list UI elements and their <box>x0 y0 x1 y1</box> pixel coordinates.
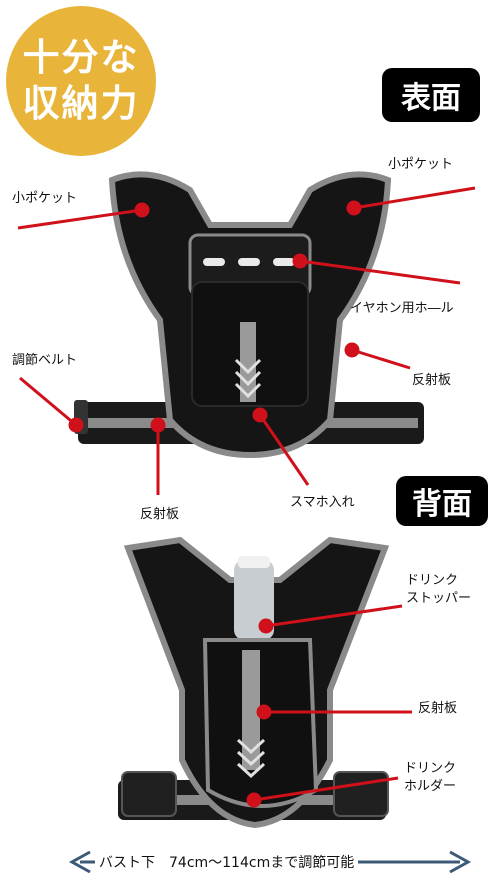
back-chevron-3 <box>236 762 266 779</box>
label-reflector-right: 反射板 <box>412 373 452 388</box>
callout-small-pocket-left <box>17 208 143 230</box>
callout-reflector-right <box>351 348 411 370</box>
label-adjust-belt: 調節ベルト <box>12 353 78 368</box>
callout-dot-adjust-belt <box>68 417 84 433</box>
back-buckle-left <box>121 771 177 817</box>
callout-drink-stopper <box>265 604 403 628</box>
callout-drink-holder <box>253 776 399 802</box>
label-small-pocket-left: 小ポケット <box>12 191 78 206</box>
back-buckle-right <box>333 771 389 817</box>
badge-line-1: 十分な <box>22 36 140 79</box>
callout-dot-small-pocket-right <box>346 200 362 216</box>
chevron-1 <box>234 358 262 375</box>
storage-badge: 十分な 収納力 <box>6 6 156 156</box>
back-callouts <box>246 604 412 808</box>
earphone-hole-2 <box>238 258 260 266</box>
earphone-hole-1 <box>203 258 225 266</box>
back-chevron-2 <box>236 750 266 767</box>
back-vest <box>118 536 390 829</box>
callout-dot-phone-pocket <box>252 407 268 423</box>
chevron-2 <box>234 370 262 387</box>
chevron-3 <box>234 382 262 399</box>
arrow-right-icon <box>449 850 472 874</box>
callout-dot-reflector-left <box>150 417 166 433</box>
back-section-tag: 背面 <box>396 476 488 526</box>
callout-dot-drink-stopper <box>258 618 274 634</box>
front-callouts <box>17 186 476 495</box>
drink-holder-pouch <box>202 638 319 808</box>
callout-dot-reflector-right <box>344 342 360 358</box>
callout-dot-earphone-hole <box>292 253 308 269</box>
back-center-reflector <box>242 650 260 770</box>
label-drink-stopper: ドリンク ストッパー <box>406 573 472 606</box>
label-back-reflector: 反射板 <box>418 701 458 716</box>
label-small-pocket-right: 小ポケット <box>388 157 454 172</box>
bottle-cap <box>238 556 270 568</box>
front-vest <box>74 171 424 459</box>
label-earphone-hole: イヤホン用ホ―ル <box>350 301 454 316</box>
label-reflector-left: 反射板 <box>140 507 180 522</box>
callout-dot-small-pocket-left <box>134 202 150 218</box>
callout-adjust-belt <box>19 376 77 427</box>
earphone-hole-3 <box>273 258 295 266</box>
front-section-tag: 表面 <box>382 68 480 122</box>
label-drink-holder: ドリンク ホルダー <box>404 761 457 794</box>
callout-small-pocket-right <box>353 186 476 210</box>
callout-dot-back-reflector <box>256 704 272 720</box>
label-phone-pocket: スマホ入れ <box>290 495 355 510</box>
back-chevron-1 <box>236 738 266 755</box>
arrow-left-icon <box>68 850 91 874</box>
badge-line-2: 収納力 <box>22 82 140 125</box>
callout-phone-pocket <box>258 414 310 486</box>
callout-earphone-hole <box>299 259 461 285</box>
callout-dot-drink-holder <box>246 792 262 808</box>
size-caption: バスト下 74cm〜114cmまで調節可能 <box>95 852 359 872</box>
